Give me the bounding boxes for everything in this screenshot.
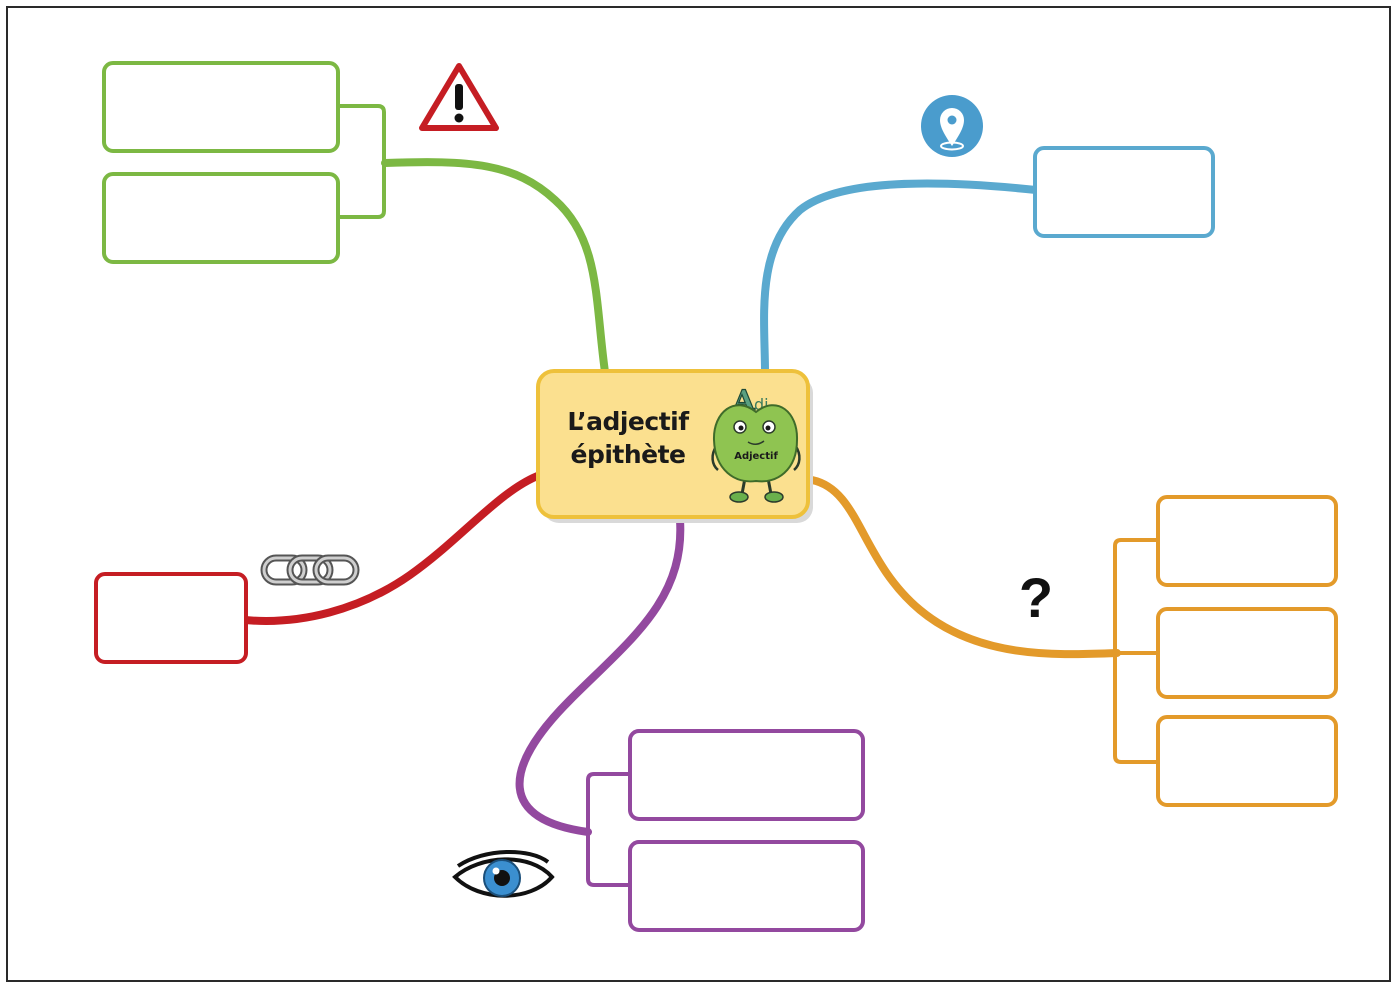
orange-bracket — [1113, 538, 1159, 764]
question-mark-icon: ? — [1019, 566, 1053, 629]
blue-box-1[interactable] — [1033, 146, 1215, 238]
location-pin-icon — [921, 95, 983, 157]
central-topic-line1: L’adjectif — [567, 407, 689, 436]
purple-box-2[interactable] — [628, 840, 865, 932]
branch-purple-line — [515, 516, 685, 836]
green-box-2[interactable] — [102, 172, 340, 264]
orange-box-1[interactable] — [1156, 495, 1338, 587]
orange-box-3[interactable] — [1156, 715, 1338, 807]
branch-red-line — [241, 471, 544, 625]
branch-green-line — [381, 158, 609, 376]
eye-icon — [452, 849, 555, 898]
branch-orange-line — [808, 476, 1121, 659]
green-bracket — [338, 104, 386, 219]
central-topic-title: L’adjectif épithète — [548, 405, 708, 471]
green-box-1[interactable] — [102, 61, 340, 153]
red-box-1[interactable] — [94, 572, 248, 664]
central-topic-line2: épithète — [570, 440, 686, 469]
adjectif-mascot: A dj Adjectif — [711, 383, 801, 503]
purple-bracket — [586, 772, 631, 887]
warning-icon — [419, 63, 499, 131]
purple-box-1[interactable] — [628, 729, 865, 821]
branch-blue-line — [760, 179, 1040, 376]
svg-text:Adjectif: Adjectif — [734, 451, 778, 462]
page-border — [6, 6, 1391, 982]
chain-link-icon — [260, 554, 360, 586]
orange-box-2[interactable] — [1156, 607, 1338, 699]
